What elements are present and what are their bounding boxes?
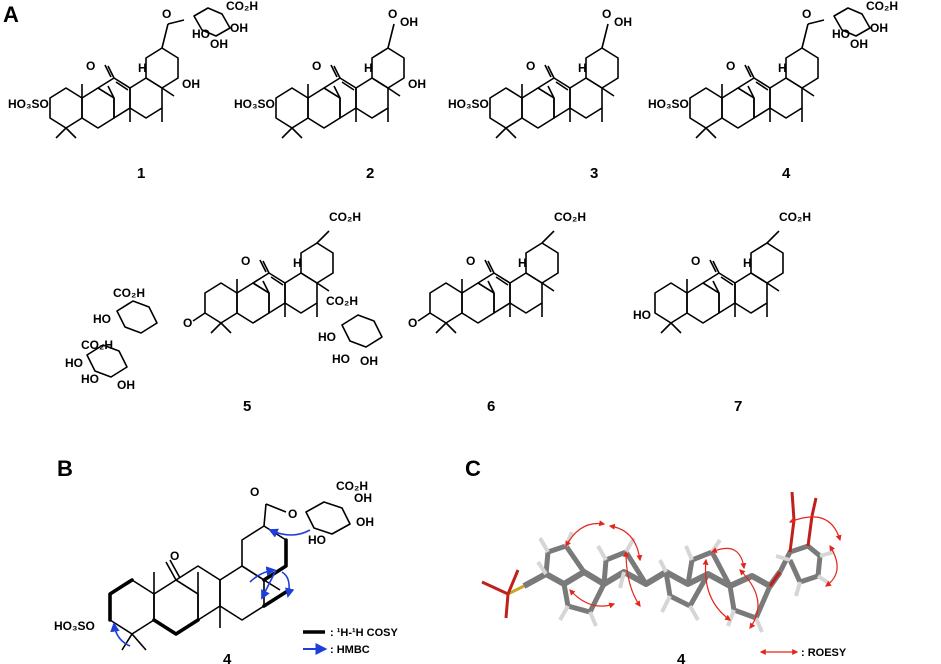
compound-number-c: 4 xyxy=(677,651,686,664)
compound-number-7: 7 xyxy=(734,398,742,415)
sugar-oh-b-2: OH xyxy=(356,515,374,529)
sulfate-label: HO₃SO xyxy=(648,97,689,111)
acid-label-b: CO₂H xyxy=(336,479,368,493)
structure-compound-3: O HO₃SO H O OH xyxy=(448,7,632,139)
ketone-oxygen: O xyxy=(241,254,250,268)
sugar-ho: HO xyxy=(318,330,336,344)
ester-oxygen-b: O xyxy=(288,507,297,521)
compound-number-b: 4 xyxy=(223,651,232,664)
acid-label: CO₂H xyxy=(554,210,586,224)
structure-compound-7: O H CO₂H HO xyxy=(633,210,811,334)
structure-compound-2: O HO₃SO OH H O OH xyxy=(234,7,426,139)
hydroxyl-label: OH xyxy=(182,77,200,91)
sugar-ho-upper: HO xyxy=(93,312,111,326)
panel-label-a: A xyxy=(3,2,19,27)
sugar-oh-b: OH xyxy=(354,491,372,505)
acid-label-lower: CO₂H xyxy=(81,338,113,352)
structure-compound-4: O HO₃SO H O CO₂H OH HO OH xyxy=(648,0,898,139)
structure-compound-5: O H CO₂H O CO₂H HO CO₂H HO HO OH xyxy=(65,210,361,392)
acid-label-upper: CO₂H xyxy=(113,286,145,300)
carboxyl-oh: OH xyxy=(400,15,418,29)
panel-label-b: B xyxy=(57,456,73,481)
cosy-legend-label: : ¹H-¹H COSY xyxy=(330,627,398,639)
carboxyl-oh: OH xyxy=(614,15,632,29)
acid-label: CO₂H xyxy=(226,0,258,13)
sugar-ho-lower: HO xyxy=(65,356,83,370)
sugar-oh-label: OH xyxy=(230,21,248,35)
sugar-oh-label: OH xyxy=(870,21,888,35)
ketone-oxygen: O xyxy=(86,59,95,73)
acid-label: CO₂H xyxy=(329,210,361,224)
3d-conformation-model xyxy=(481,491,842,633)
sugar-oh-label-2: OH xyxy=(850,37,868,51)
sulfate-label: HO₃SO xyxy=(448,97,489,111)
compound-number-6: 6 xyxy=(487,398,495,415)
hydrogen-label: H xyxy=(778,61,787,75)
glycosidic-oxygen: O xyxy=(408,316,417,330)
sugar-ho-2: HO xyxy=(332,352,350,366)
hydroxyl-label: HO xyxy=(633,308,651,322)
roesy-legend-label: : ROESY xyxy=(801,647,847,659)
compound-number-2: 2 xyxy=(366,165,374,182)
carbonyl-oxygen-b: O xyxy=(250,485,259,499)
panel-label-c: C xyxy=(465,456,481,481)
hydrogen-label: H xyxy=(138,61,147,75)
hydrogen-label: H xyxy=(293,256,302,270)
sugar-oh: OH xyxy=(360,354,378,368)
sugar-ho-label: HO xyxy=(192,27,210,41)
ketone-oxygen: O xyxy=(526,59,535,73)
acid-label-sugar: CO₂H xyxy=(326,294,358,308)
structure-compound-1: O HO₃SO OH H O CO₂H OH HO OH xyxy=(8,0,258,139)
compound-number-4: 4 xyxy=(782,165,791,182)
acid-label: CO₂H xyxy=(866,0,898,13)
ketone-oxygen: O xyxy=(726,59,735,73)
sulfate-label: HO₃SO xyxy=(8,97,49,111)
glycosidic-oxygen: O xyxy=(183,316,192,330)
ketone-oxygen: O xyxy=(691,254,700,268)
compound-number-1: 1 xyxy=(137,165,145,182)
structure-compound-4-correlations: O O O CO₂H OH OH HO HO₃SO xyxy=(54,479,374,651)
compound-number-5: 5 xyxy=(243,398,251,415)
ester-oxygen: O xyxy=(802,7,811,21)
hydroxyl-label: OH xyxy=(408,77,426,91)
sulfate-label-b: HO₃SO xyxy=(54,619,95,633)
sugar-oh-lower: OH xyxy=(117,378,135,392)
hmbc-legend-label: : HMBC xyxy=(330,644,370,656)
ketone-oxygen: O xyxy=(466,254,475,268)
sugar-ho-b: HO xyxy=(308,533,326,547)
ketone-oxygen: O xyxy=(312,59,321,73)
acid-label: CO₂H xyxy=(779,210,811,224)
carboxyl-oxygen: O xyxy=(388,7,397,21)
sugar-ho-label: HO xyxy=(832,27,850,41)
ketone-oxygen-b: O xyxy=(170,549,179,563)
sulfate-label: HO₃SO xyxy=(234,97,275,111)
structure-compound-6: O H CO₂H O CO₂H HO HO OH xyxy=(318,210,586,368)
sugar-oh-label-2: OH xyxy=(210,37,228,51)
hydrogen-label: H xyxy=(364,61,373,75)
hydrogen-label: H xyxy=(518,256,527,270)
compound-number-3: 3 xyxy=(590,165,598,182)
hydrogen-label: H xyxy=(743,256,752,270)
ester-oxygen: O xyxy=(162,7,171,21)
sugar-ho-lower-2: HO xyxy=(81,372,99,386)
hydrogen-label: H xyxy=(578,61,587,75)
carboxyl-oxygen: O xyxy=(602,7,611,21)
